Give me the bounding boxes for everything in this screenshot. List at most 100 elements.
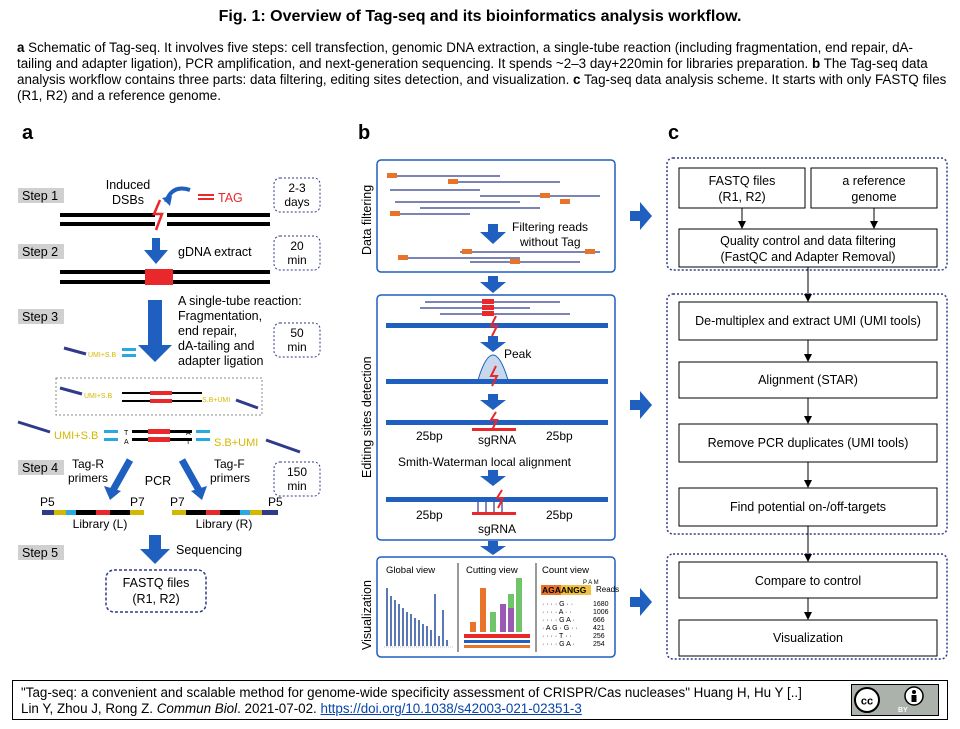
svg-text:Alignment (STAR): Alignment (STAR) (758, 373, 858, 387)
tag-integration (145, 269, 173, 285)
sgrna-bar-1 (472, 428, 516, 431)
b-arrow-3 (480, 394, 506, 410)
tag-insertion-arrowhead (162, 196, 172, 206)
svg-text:Find potential on-/off-targets: Find potential on-/off-targets (730, 500, 886, 514)
svg-text:S.B+UMI: S.B+UMI (202, 397, 230, 404)
svg-text:FASTQ files: FASTQ files (123, 576, 190, 590)
svg-text:min: min (287, 479, 306, 493)
svg-text:primers: primers (68, 471, 108, 485)
panel-b-label: b (358, 122, 371, 144)
svg-text:P5: P5 (268, 495, 283, 509)
cutting-view-label: Cutting view (466, 565, 518, 576)
sgrna-bar-2 (472, 512, 516, 515)
svg-text:Visualization: Visualization (773, 631, 843, 645)
panel-a-label: a (22, 122, 34, 144)
sgrna-label-2: sgRNA (478, 522, 516, 536)
visualization-box (376, 556, 616, 658)
data-filtering-box (376, 159, 616, 273)
count-view-sequence: AGAANGG (542, 585, 587, 595)
cc-by-license-badge: cc BY (851, 684, 939, 716)
svg-text:· · · · T · ·: · · · · T · · (542, 633, 572, 640)
editing-sites-box (376, 294, 616, 541)
b-arrow-2 (480, 336, 506, 352)
ligated-right-adapter (265, 438, 301, 454)
tag-f-label: Tag-F (214, 457, 245, 471)
svg-text:days: days (284, 195, 309, 209)
step5-label: Step 5 (22, 546, 58, 560)
svg-text:256: 256 (593, 633, 605, 640)
ligated-left-adapter (17, 420, 51, 434)
svg-text:P A M: P A M (583, 580, 599, 586)
svg-text:primers: primers (210, 471, 250, 485)
svg-text:666: 666 (593, 617, 605, 624)
tag-read-marks (387, 173, 595, 264)
bp25-left-2: 25bp (416, 508, 443, 522)
doi-link[interactable]: https://doi.org/10.1038/s42003-021-02351… (320, 701, 582, 716)
svg-text:1680: 1680 (593, 601, 609, 608)
c-align-box (678, 361, 938, 399)
step3-label: Step 3 (22, 310, 58, 324)
svg-text:Fragmentation,: Fragmentation, (178, 309, 262, 323)
svg-text:De-multiplex and extract UMI (: De-multiplex and extract UMI (UMI tools) (695, 314, 921, 328)
filter-label-line2: without Tag (519, 235, 581, 249)
figure-caption: a Schematic of Tag-seq. It involves five… (17, 40, 947, 103)
c-visual-box (678, 619, 938, 657)
svg-text:min: min (287, 340, 306, 354)
svg-text:254: 254 (593, 641, 605, 648)
global-view-chart (386, 588, 448, 646)
svg-text:· · · · A · ·: · · · · A · · (542, 609, 572, 616)
pcr-label: PCR (145, 474, 171, 488)
b-arrow-5 (480, 541, 506, 555)
step1-label: Step 1 (22, 189, 58, 203)
step3-time-box (273, 322, 321, 358)
svg-text:· · · · G · ·: · · · · G · · (542, 601, 573, 608)
panel-b: Data filtering Editing sites detection V… (360, 159, 652, 658)
ligated-umi-label: UMI+S.B (54, 430, 98, 442)
global-view-label: Global view (386, 565, 435, 576)
citation-text: "Tag-seq: a convenient and scalable meth… (21, 685, 802, 716)
genome-bar-4 (386, 497, 608, 502)
induced-label: Induced (106, 178, 151, 192)
smith-waterman-label: Smith-Waterman local alignment (398, 455, 572, 469)
c-reference-box (810, 167, 938, 209)
b-to-c-arrow-1 (630, 202, 652, 230)
svg-text:cc: cc (861, 696, 873, 708)
gdna-extract-label: gDNA extract (178, 245, 252, 259)
svg-text:1006: 1006 (593, 609, 609, 616)
svg-text:genome: genome (851, 190, 896, 204)
citation-box: "Tag-seq: a convenient and scalable meth… (12, 680, 948, 720)
svg-text:a reference: a reference (842, 174, 905, 188)
library-r-label: Library (R) (196, 517, 253, 531)
svg-text:· · · · G A ·: · · · · G A · (542, 617, 575, 624)
step4-label: Step 4 (22, 461, 58, 475)
library-r-bar (172, 510, 278, 515)
count-view-label: Count view (542, 565, 589, 576)
step2-badge (18, 244, 64, 259)
b-arrow-4 (480, 470, 506, 486)
panel-c: FASTQ files (R1, R2) a reference genome … (666, 157, 948, 660)
c-compare-box (678, 561, 938, 599)
svg-text:· · · · G A ·: · · · · G A · (542, 641, 575, 648)
c-section-1 (666, 157, 948, 271)
dsbs-label: DSBs (112, 193, 144, 207)
section-data-filtering: Data filtering (360, 185, 374, 255)
count-view-table: · · · · G · · 1680 · · · · A · · 1006 · … (542, 601, 609, 648)
svg-text:2-3: 2-3 (288, 181, 306, 195)
figure-title: Fig. 1: Overview of Tag-seq and its bioi… (218, 8, 742, 25)
sgrna-label-1: sgRNA (478, 433, 516, 447)
svg-text:20: 20 (290, 239, 304, 253)
section-editing-sites: Editing sites detection (360, 356, 374, 478)
svg-text:(R1, R2): (R1, R2) (718, 190, 765, 204)
svg-text:FASTQ files: FASTQ files (709, 174, 776, 188)
svg-text:421: 421 (593, 625, 605, 632)
svg-text:P5: P5 (40, 495, 55, 509)
step4-badge (18, 460, 64, 475)
svg-text:P7: P7 (170, 495, 185, 509)
bp25-right-1: 25bp (546, 429, 573, 443)
svg-text:A: A (186, 430, 191, 437)
svg-text:150: 150 (287, 465, 307, 479)
reads-label: Reads (596, 585, 619, 594)
section-visualization: Visualization (360, 580, 374, 650)
step5-arrow (140, 535, 170, 564)
svg-text:A single-tube reaction:: A single-tube reaction: (178, 294, 302, 308)
